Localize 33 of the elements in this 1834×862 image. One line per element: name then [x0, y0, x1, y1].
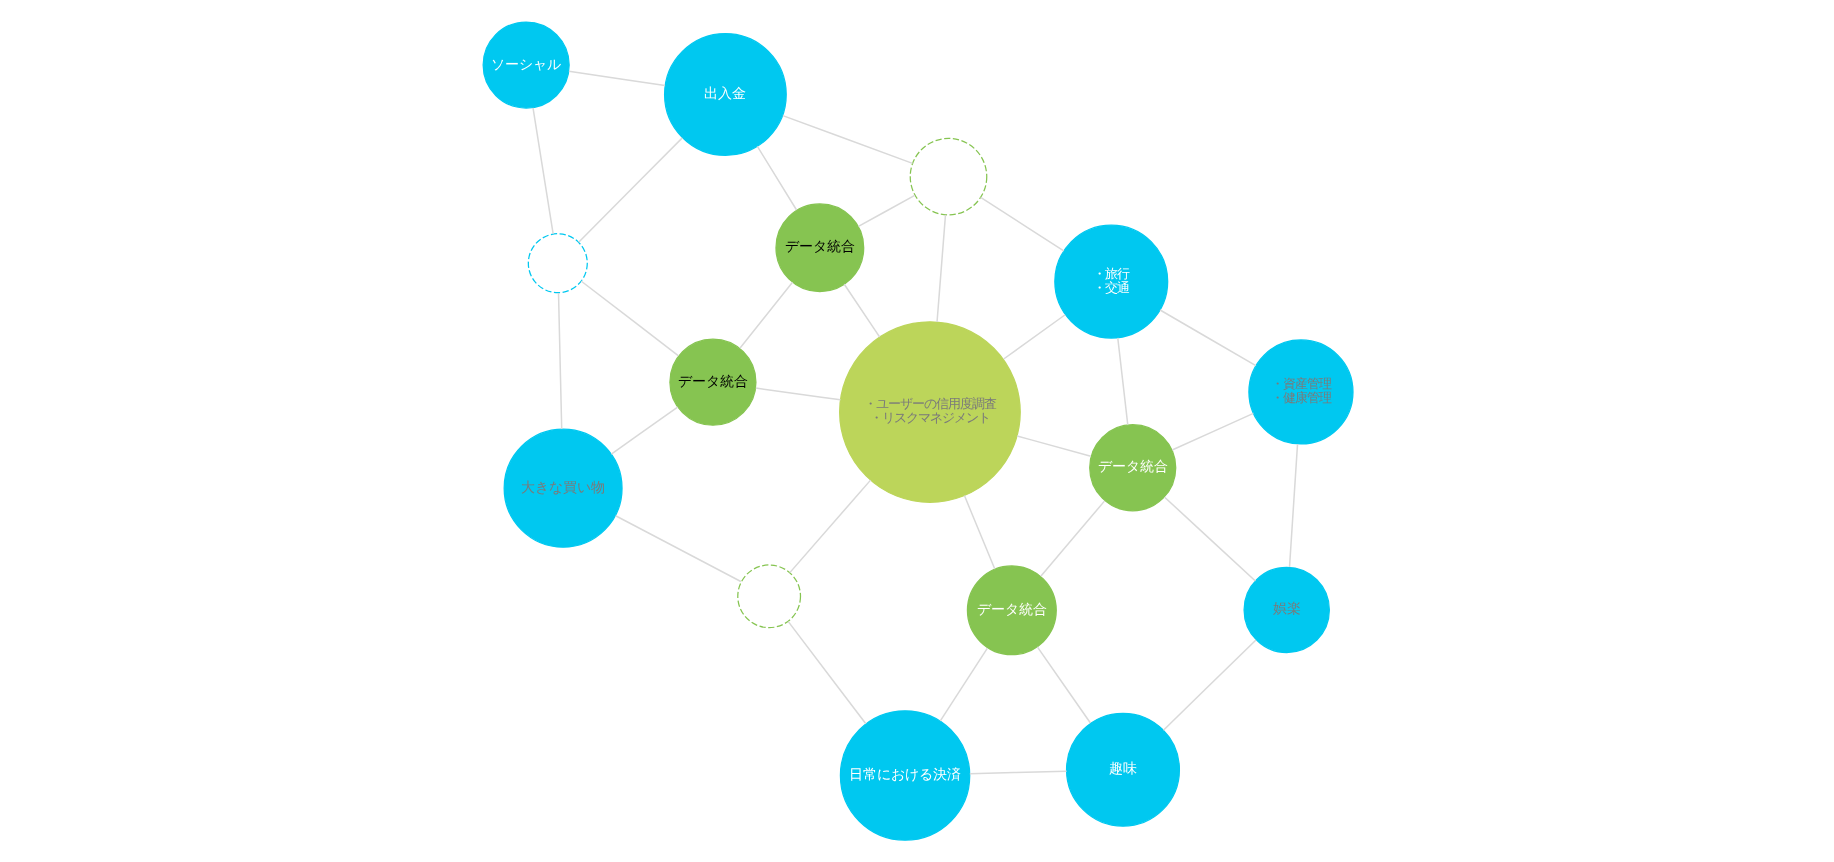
- connector: [842, 283, 880, 338]
- connector: [1158, 309, 1256, 367]
- connector: [1170, 412, 1254, 451]
- connector: [968, 770, 1067, 775]
- connector: [938, 647, 988, 722]
- connector: [576, 137, 683, 243]
- connector: [738, 281, 793, 350]
- connector: [567, 70, 665, 87]
- connector: [978, 196, 1064, 252]
- connector: [613, 515, 741, 583]
- connector: [856, 194, 915, 228]
- node-circle: [736, 564, 801, 629]
- connector: [755, 145, 797, 211]
- connector: [1116, 337, 1128, 426]
- connector: [556, 292, 562, 430]
- connector: [786, 620, 866, 725]
- connector: [935, 214, 946, 323]
- connector: [609, 406, 678, 455]
- node-circle: [526, 233, 587, 294]
- connector: [579, 280, 678, 357]
- connector: [781, 114, 913, 165]
- connector: [788, 479, 871, 574]
- connector: [1287, 443, 1298, 568]
- connector: [1035, 646, 1091, 724]
- connector: [962, 494, 995, 570]
- connector: [1015, 435, 1091, 457]
- connector: [754, 387, 841, 401]
- connector: [531, 107, 553, 235]
- connector: [1161, 639, 1256, 731]
- node-circle: [908, 137, 987, 216]
- connector: [1162, 496, 1256, 582]
- connector: [1001, 314, 1065, 360]
- connector: [1039, 500, 1105, 577]
